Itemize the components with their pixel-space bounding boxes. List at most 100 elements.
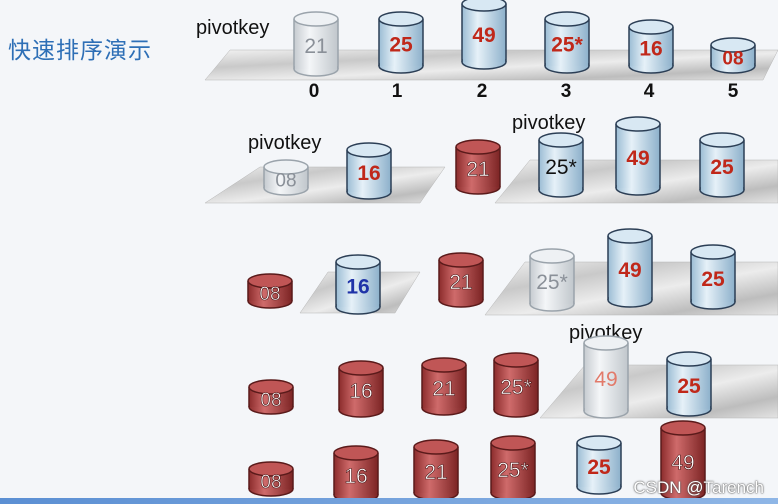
cylinder-top xyxy=(346,142,392,158)
cylinder-row-4-3: 21 xyxy=(421,357,467,416)
cylinder-mask xyxy=(616,124,660,188)
cylinder-value: 21 xyxy=(424,461,447,484)
cylinder-row-1-1: 21 xyxy=(293,11,339,77)
cylinder-top xyxy=(628,19,674,35)
cylinder-mask xyxy=(545,19,589,66)
index-labels: 0 1 2 3 4 5 xyxy=(309,81,739,102)
cylinder-mask xyxy=(294,19,338,69)
cylinder-value: 21 xyxy=(432,378,455,401)
pivot-label-row-2-left: pivotkey xyxy=(248,132,321,154)
cylinder-value: 25* xyxy=(500,376,532,399)
cylinder-top xyxy=(248,379,294,395)
cylinder-value: 08 xyxy=(260,472,281,493)
cylinder-top xyxy=(690,244,736,260)
cylinder-row-4-1: 08 xyxy=(248,379,294,415)
cylinder-row-1-3: 49 xyxy=(461,0,507,70)
cylinder-row-4-2: 16 xyxy=(338,360,384,418)
cylinder-top xyxy=(461,0,507,12)
cylinder-mask xyxy=(691,252,735,302)
cylinder-top xyxy=(493,352,539,368)
cylinder-row-2-3: 21 xyxy=(455,139,501,195)
cylinder-value: 25 xyxy=(710,156,734,179)
cylinder-row-4-5: 49 xyxy=(583,335,629,419)
cylinder-row-4-4: 25* xyxy=(493,352,539,418)
cylinder-value: 08 xyxy=(722,49,743,70)
cylinder-row-3-1: 08 xyxy=(247,273,293,309)
cylinder-top xyxy=(338,360,384,376)
cylinder-top xyxy=(710,37,756,53)
cylinder-row-5-3: 21 xyxy=(413,439,459,501)
cylinder-top xyxy=(699,132,745,148)
cylinder-top xyxy=(421,357,467,373)
cylinder-value: 08 xyxy=(260,390,281,411)
index-label-2: 2 xyxy=(477,81,488,102)
pivot-label-row-1: pivotkey xyxy=(196,17,269,39)
cylinder-row-2-5: 49 xyxy=(615,116,661,196)
cylinder-row-1-5: 16 xyxy=(628,19,674,74)
index-label-3: 3 xyxy=(561,81,572,102)
cylinder-row-5-2: 16 xyxy=(333,445,379,503)
cylinder-top xyxy=(607,228,653,244)
cylinder-mask xyxy=(700,140,744,190)
cylinder-value: 25* xyxy=(545,156,577,179)
cylinder-value: 08 xyxy=(275,171,296,192)
cylinder-row-2-4: 25* xyxy=(538,132,584,198)
cylinder-row-3-4: 25* xyxy=(529,248,575,312)
cylinder-top xyxy=(490,435,536,451)
cylinder-row-4-6: 25 xyxy=(666,351,712,417)
cylinder-row-3-3: 21 xyxy=(438,252,484,308)
cylinder-value: 16 xyxy=(639,38,662,61)
cylinder-value: 21 xyxy=(304,35,327,58)
cylinder-value: 49 xyxy=(626,147,649,170)
cylinder-top xyxy=(666,351,712,367)
cylinder-top xyxy=(544,11,590,27)
cylinder-row-5-5: 25 xyxy=(576,435,622,495)
cylinder-mask xyxy=(661,428,705,493)
cylinder-mask xyxy=(584,343,628,411)
cylinder-value: 25* xyxy=(497,459,529,482)
cylinder-value: 16 xyxy=(349,380,372,403)
cylinder-mask xyxy=(530,256,574,304)
cylinder-row-2-2: 16 xyxy=(346,142,392,200)
cylinder-mask xyxy=(667,359,711,409)
cylinder-top xyxy=(293,11,339,27)
cylinder-row-1-6: 08 xyxy=(710,37,756,74)
cylinder-mask xyxy=(539,140,583,190)
cylinder-top xyxy=(583,335,629,351)
cylinder-row-5-4: 25* xyxy=(490,435,536,501)
cylinder-top xyxy=(413,439,459,455)
slide-title: 快速排序演示 xyxy=(8,38,152,64)
cylinder-value: 08 xyxy=(259,284,280,305)
bottom-bar xyxy=(0,498,778,504)
index-label-0: 0 xyxy=(309,81,320,102)
cylinder-mask xyxy=(491,443,535,493)
watermark: CSDN @Tarench xyxy=(633,478,764,497)
cylinder-value: 25 xyxy=(677,375,701,398)
cylinder-value: 21 xyxy=(449,271,472,294)
cylinder-value: 25* xyxy=(551,34,583,57)
cylinder-top xyxy=(455,139,501,155)
cylinder-row-3-5: 49 xyxy=(607,228,653,308)
index-label-1: 1 xyxy=(392,81,403,102)
cylinder-mask xyxy=(494,360,538,410)
cylinder-value: 16 xyxy=(344,465,367,488)
cylinder-top xyxy=(615,116,661,132)
cylinder-value: 25 xyxy=(389,34,413,57)
cylinder-row-3-6: 25 xyxy=(690,244,736,310)
cylinder-row-2-6: 25 xyxy=(699,132,745,198)
platform-row-4 xyxy=(539,364,778,419)
cylinder-value: 49 xyxy=(472,24,495,47)
cylinder-mask xyxy=(379,19,423,66)
cylinder-mask xyxy=(608,236,652,300)
cylinder-top xyxy=(248,461,294,477)
cylinder-value: 49 xyxy=(594,368,617,391)
cylinder-top xyxy=(529,248,575,264)
cylinder-value: 16 xyxy=(346,276,369,299)
cylinder-mask xyxy=(462,4,506,62)
cylinder-top xyxy=(263,159,309,175)
cylinder-row-5-1: 08 xyxy=(248,461,294,497)
cylinder-row-1-4: 25* xyxy=(544,11,590,74)
